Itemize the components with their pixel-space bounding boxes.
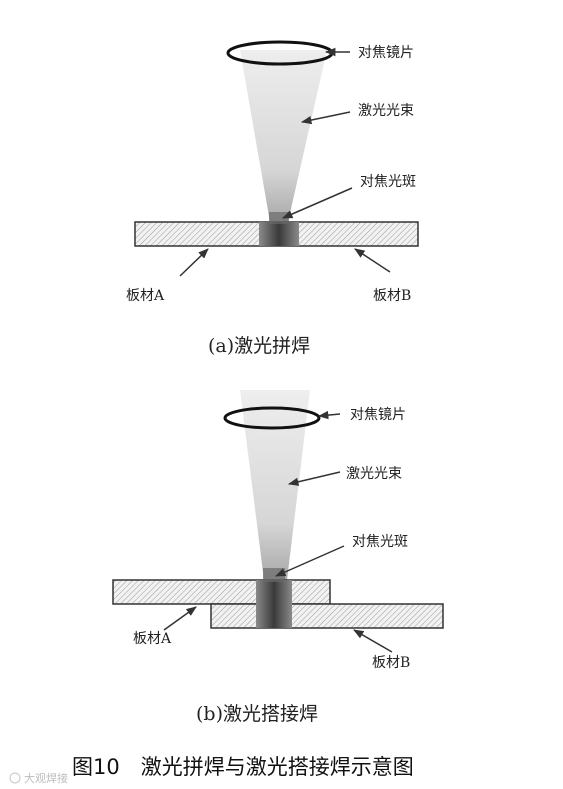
watermark: 大观焊接 xyxy=(9,771,68,785)
plate-a-b xyxy=(112,579,331,605)
plate-b-b xyxy=(210,603,444,629)
caption-b: (b)激光搭接焊 xyxy=(196,703,318,725)
focus-spot-a xyxy=(269,212,289,224)
panel-b: 对焦镜片 激光光束 对焦光斑 板材A 板材B (b)激光搭接焊 xyxy=(112,390,444,725)
label-beam-a: 激光光束 xyxy=(358,102,414,119)
arrow-plate-b-a xyxy=(354,248,391,273)
arrow-plate-b-b xyxy=(353,629,393,653)
arrow-beam-a xyxy=(300,111,351,125)
watermark-text: 大观焊接 xyxy=(24,771,68,785)
label-plate-a-a: 板材A xyxy=(126,288,165,304)
arrow-plate-a-a xyxy=(179,248,209,277)
weld-zone-b xyxy=(256,580,292,628)
laser-beam-a xyxy=(240,50,327,222)
caption-a: (a)激光拼焊 xyxy=(208,335,310,357)
panel-a: 对焦镜片 激光光束 对焦光斑 板材A 板材B (a)激光拼焊 xyxy=(126,40,419,357)
label-plate-b-a: 板材B xyxy=(373,288,411,304)
label-spot-b: 对焦光斑 xyxy=(352,534,408,550)
label-plate-a-b: 板材A xyxy=(133,631,172,647)
label-plate-b-b: 板材B xyxy=(372,655,410,671)
laser-beam-b xyxy=(240,390,310,580)
arrow-spot-a xyxy=(282,187,353,219)
focus-spot-b xyxy=(263,568,285,582)
arrow-plate-a-b xyxy=(163,606,197,631)
weld-zone-a xyxy=(259,222,299,246)
label-lens-b: 对焦镜片 xyxy=(350,407,406,423)
arrow-lens-b xyxy=(317,410,341,420)
arrow-spot-b xyxy=(275,545,345,577)
figure-caption: 图10 激光拼焊与激光搭接焊示意图 xyxy=(72,755,414,779)
label-lens-a: 对焦镜片 xyxy=(358,45,414,61)
arrow-beam-b xyxy=(287,471,341,486)
label-spot-a: 对焦光斑 xyxy=(360,174,416,190)
label-beam-b: 激光光束 xyxy=(346,465,402,482)
